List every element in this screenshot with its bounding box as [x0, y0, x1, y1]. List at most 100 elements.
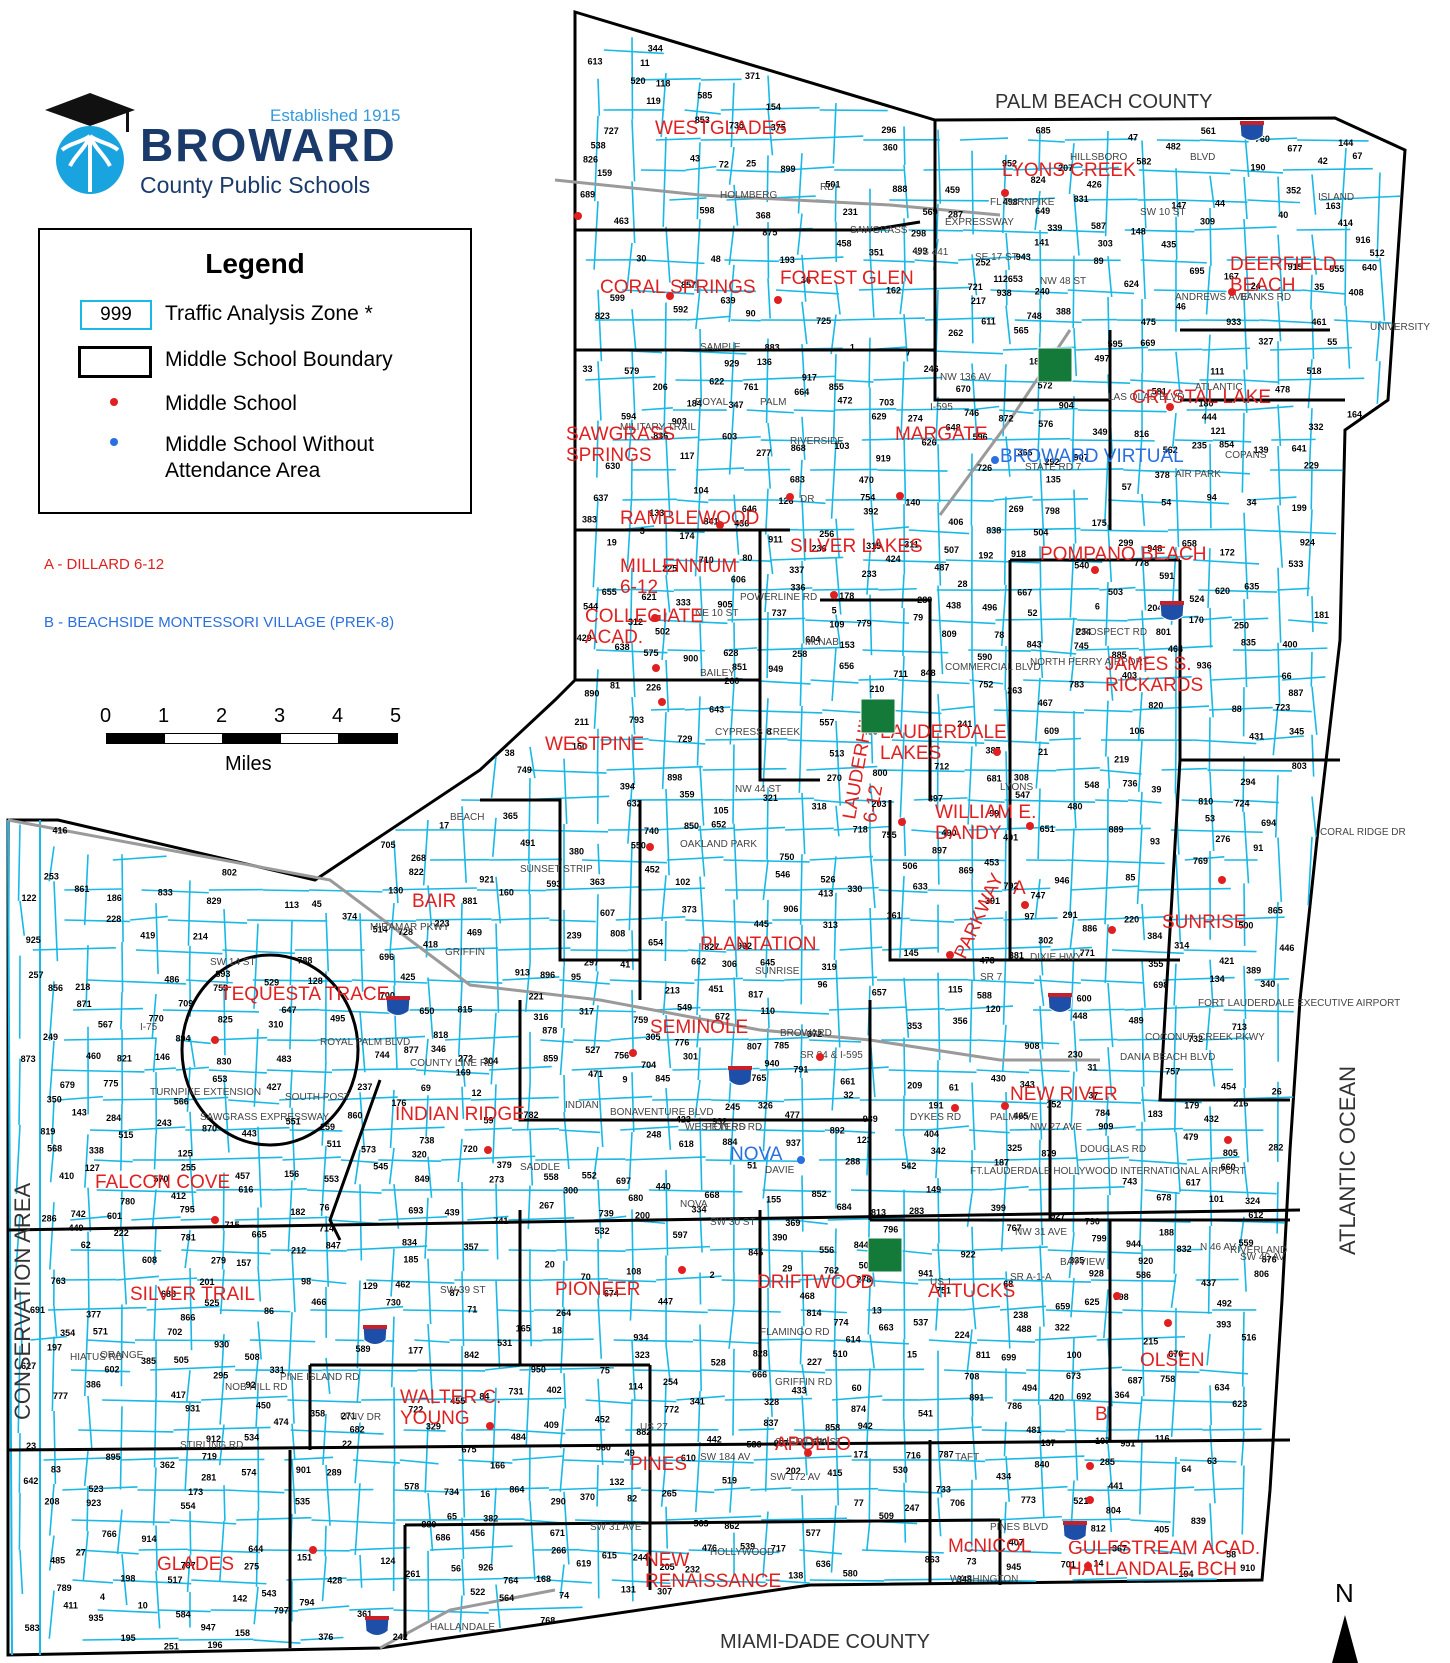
zone-number: 346 [431, 1044, 446, 1054]
zone-number: 196 [207, 1640, 222, 1650]
zone-number: 364 [1115, 1390, 1130, 1400]
zone-number: 861 [74, 884, 89, 894]
zone-number: 661 [840, 1076, 855, 1086]
zone-number: 349 [1092, 427, 1107, 437]
zone-number: 234 [1076, 627, 1091, 637]
zone-number: 152 [1046, 1099, 1061, 1109]
taz-sample-box: 999 [80, 300, 152, 330]
road-label: HILLSBORO [1070, 152, 1127, 163]
zone-number: 670 [956, 384, 971, 394]
zone-number: 855 [829, 382, 844, 392]
zone-number: 548 [1084, 780, 1099, 790]
road-label: SW 40 AV [1240, 1252, 1285, 1263]
zone-number: 276 [1215, 834, 1230, 844]
zone-number: 839 [1191, 1516, 1206, 1526]
zone-number: 795 [180, 1204, 195, 1214]
road-label: RIVERLAND [1230, 1245, 1287, 1256]
zone-number: 934 [633, 1333, 648, 1343]
zone-number: 621 [641, 592, 656, 602]
zone-number: 725 [816, 316, 831, 326]
zone-number: 866 [180, 1313, 195, 1323]
zone-number: 141 [1034, 237, 1049, 247]
zone-number: 462 [395, 1279, 410, 1289]
road-label: SW 39 ST [440, 1285, 486, 1296]
middle-school-dot [716, 521, 724, 529]
zone-number: 91 [1253, 843, 1263, 853]
zone-number: 256 [819, 529, 834, 539]
zone-number: 946 [1055, 876, 1070, 886]
broward-logo: Established 1915 BROWARD County Public S… [40, 88, 420, 198]
zone-number: 319 [822, 962, 837, 972]
zone-number: 157 [236, 1258, 251, 1268]
zone-number: 696 [379, 952, 394, 962]
zone-number: 142 [232, 1593, 247, 1603]
road-label: UNIV DR [340, 1412, 381, 1423]
zone-number: 167 [1224, 272, 1239, 282]
zone-number: 240 [1035, 286, 1050, 296]
zone-number: 842 [464, 1350, 479, 1360]
zone-number: 179 [1184, 1101, 1199, 1111]
zone-number: 475 [1141, 317, 1156, 327]
zone-number: 25 [746, 158, 756, 168]
zone-number: 703 [879, 397, 894, 407]
zone-number: 952 [1002, 158, 1017, 168]
zone-number: 410 [59, 1171, 74, 1181]
school-label: WILLIAM E.DANDY [935, 802, 1036, 844]
zone-number: 585 [697, 91, 712, 101]
zone-number: 14 [1093, 1558, 1103, 1568]
road-label: BLVD [1190, 152, 1215, 163]
zone-number: 749 [517, 765, 532, 775]
zone-number: 790 [1085, 1216, 1100, 1226]
road-label: SHERIDAN ST [775, 1437, 842, 1448]
road-label: INDIAN [565, 1100, 599, 1111]
road-label: DANIA BEACH BLVD [1120, 1052, 1215, 1063]
school-label: SILVER TRAIL [130, 1284, 255, 1305]
zone-number: 466 [311, 1297, 326, 1307]
zone-number: 17 [439, 820, 449, 830]
zone-number: 825 [218, 1014, 233, 1024]
zone-number: 530 [893, 1465, 908, 1475]
road-label: NW 27 AVE [1030, 1122, 1082, 1133]
zone-number: 792 [1004, 881, 1019, 891]
zone-number: 253 [44, 871, 59, 881]
zone-number: 100 [1067, 1350, 1082, 1360]
middle-school-dot [486, 1422, 494, 1430]
zone-number: 258 [792, 649, 807, 659]
interstate-shield-band [1240, 121, 1264, 125]
zone-number: 697 [616, 1176, 631, 1186]
zone-number: 599 [610, 293, 625, 303]
zone-number: 574 [241, 1467, 256, 1477]
zone-number: 434 [996, 1471, 1011, 1481]
zone-number: 273 [489, 1174, 504, 1184]
zone-number: 618 [679, 1139, 694, 1149]
zone-number: 181 [1314, 610, 1329, 620]
zone-number: 945 [1006, 1562, 1021, 1572]
zone-number: 307 [657, 1587, 672, 1597]
zone-number: 522 [470, 1587, 485, 1597]
zone-number: 851 [732, 662, 747, 672]
zone-number: 133 [649, 508, 664, 518]
zone-number: 544 [583, 601, 598, 611]
zone-number: 379 [497, 1160, 512, 1170]
zone-number: 446 [1279, 943, 1294, 953]
zone-number: 421 [1219, 956, 1234, 966]
zone-number: 481 [1026, 1425, 1041, 1435]
zone-number: 803 [1292, 761, 1307, 771]
middle-school-dot [629, 1049, 637, 1057]
zone-number: 340 [1260, 979, 1275, 989]
zone-number: 780 [120, 1196, 135, 1206]
zone-number: 654 [648, 938, 663, 948]
zone-number: 420 [1049, 1392, 1064, 1402]
zone-number: 791 [793, 1064, 808, 1074]
zone-number: 85 [1125, 873, 1135, 883]
zone-number: 203 [872, 799, 887, 809]
zone-number: 34 [1247, 498, 1257, 508]
zone-number: 683 [790, 474, 805, 484]
zone-number: 213 [665, 986, 680, 996]
zone-number: 933 [1226, 317, 1241, 327]
zone-number: 472 [837, 396, 852, 406]
zone-number: 489 [1129, 1016, 1144, 1026]
zone-number: 402 [547, 1385, 562, 1395]
zone-number: 736 [1123, 779, 1138, 789]
zone-number: 710 [699, 555, 714, 565]
